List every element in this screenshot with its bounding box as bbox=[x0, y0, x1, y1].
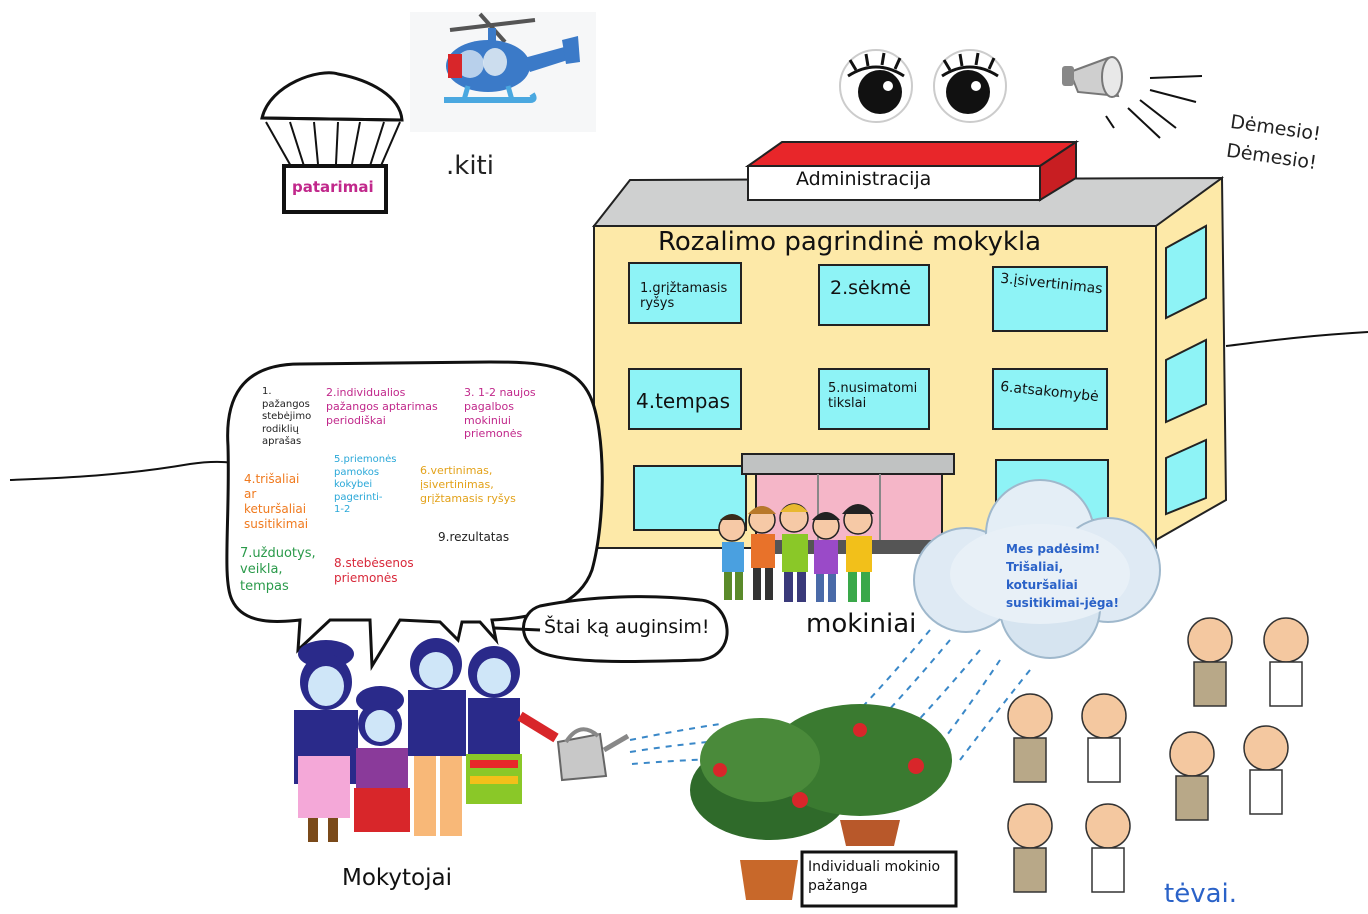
parents-illustration bbox=[1007, 617, 1309, 893]
kiti-label: .kiti bbox=[446, 151, 494, 181]
students-illustration bbox=[718, 503, 874, 602]
students-label: mokiniai bbox=[806, 609, 917, 639]
administration-label: Administracija bbox=[796, 168, 932, 190]
window-1: 1.grįžtamasis ryšys bbox=[628, 262, 742, 324]
window-label: 2.sėkmė bbox=[830, 277, 911, 299]
teacher-speech-bubble bbox=[493, 595, 729, 664]
bubble-item-2: 2.individualios pažangos aptarimas perio… bbox=[326, 386, 438, 427]
window-6: 6.atsakomybė bbox=[992, 368, 1108, 430]
window-3: 3.įsivertinimas bbox=[992, 266, 1108, 332]
plant-sign-text: Individuali mokinio pažanga bbox=[808, 859, 941, 894]
cloud-text: Mes padėsim! Trišaliai, koturšaliai susi… bbox=[1006, 542, 1119, 610]
parachute-icon bbox=[260, 71, 404, 214]
bubble-item-6: 6.vertinimas, įsivertinimas, grįžtamasis… bbox=[420, 464, 516, 505]
horizon-line-left bbox=[9, 460, 266, 481]
parachute-label: patarimai bbox=[292, 178, 374, 196]
teachers-thought-bubble bbox=[225, 360, 604, 671]
window-4: 4.tempas bbox=[628, 368, 742, 430]
window-label: 3.įsivertinimas bbox=[999, 270, 1104, 298]
window-label: 5.nusimatomi tikslai bbox=[828, 381, 918, 411]
bubble-item-5: 5.priemonės pamokos kokybei pagerinti- 1… bbox=[334, 454, 397, 515]
bubble-item-4: 4.trišaliai ar keturšaliai susitikimai bbox=[244, 472, 309, 531]
window-label: 4.tempas bbox=[636, 389, 731, 413]
bubble-item-1: 1. pažangos stebėjimo rodiklių aprašas bbox=[262, 386, 312, 447]
plant-sign-board bbox=[800, 850, 958, 908]
teachers-label: Mokytojai bbox=[342, 865, 452, 891]
window-label: 6.atsakomybė bbox=[999, 378, 1100, 406]
plants-icon bbox=[690, 704, 952, 900]
teachers-illustration bbox=[294, 638, 559, 842]
bubble-item-9: 9.rezultatas bbox=[438, 530, 510, 544]
administration-sign bbox=[744, 140, 1080, 202]
teacher-speech-text: Štai ką auginsim! bbox=[544, 616, 710, 638]
parents-label: tėvai. bbox=[1164, 879, 1237, 909]
horizon-line-right bbox=[1225, 331, 1368, 347]
eyes-icon bbox=[839, 49, 1007, 123]
bubble-item-3: 3. 1-2 naujos pagalbos mokiniui priemonė… bbox=[464, 386, 536, 441]
bubble-item-8: 8.stebėsenos priemonės bbox=[334, 556, 414, 585]
window-2: 2.sėkmė bbox=[818, 264, 930, 326]
window-label: 1.grįžtamasis ryšys bbox=[640, 281, 728, 311]
bubble-item-7: 7.užduotys, veikla, tempas bbox=[240, 546, 316, 594]
cloud-icon bbox=[913, 479, 1161, 659]
watering-can-icon bbox=[556, 727, 630, 782]
megaphone-icon bbox=[1062, 56, 1203, 139]
window-5: 5.nusimatomi tikslai bbox=[818, 368, 930, 430]
toy-helicopter-icon bbox=[410, 12, 596, 132]
school-name: Rozalimo pagrindinė mokykla bbox=[658, 227, 1042, 257]
